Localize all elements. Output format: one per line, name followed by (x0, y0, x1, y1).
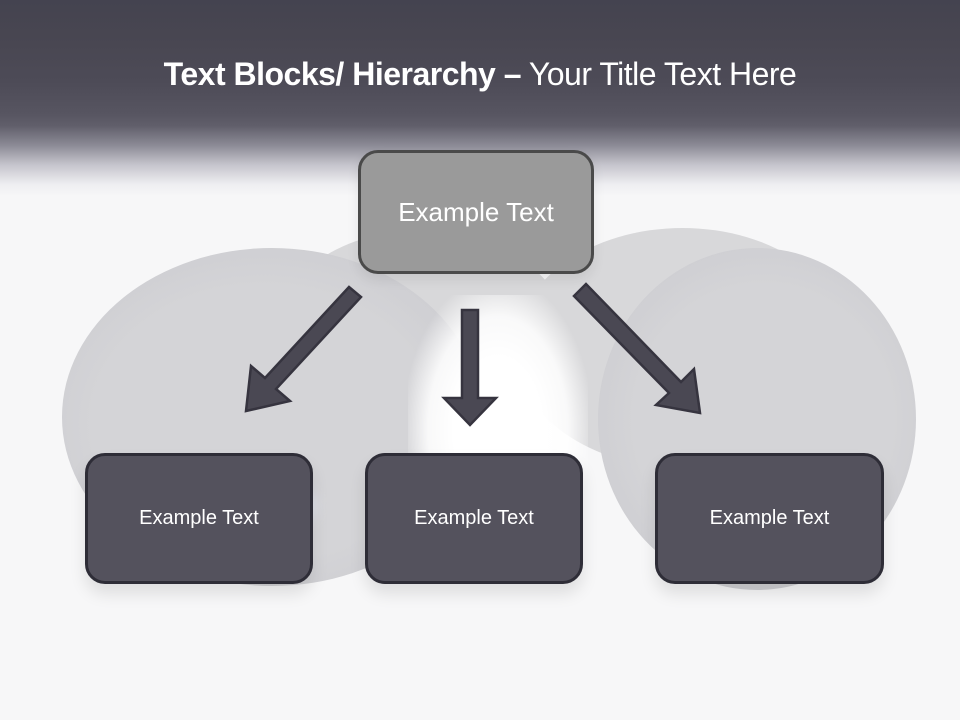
child-text-block-2-label: Example Text (414, 507, 534, 529)
arrow-down-right-icon (572, 282, 702, 415)
child-text-block-2: Example Text (365, 453, 583, 584)
arrow-down-icon (441, 308, 499, 427)
child-text-block-1: Example Text (85, 453, 313, 584)
arrow-down-left-icon (244, 285, 363, 413)
slide-title-bold-segment: Text Blocks/ Hierarchy – (163, 56, 522, 92)
root-text-block-label: Example Text (398, 196, 554, 227)
slide-title-regular-segment: Your Title Text Here (528, 56, 797, 92)
child-text-block-3-label: Example Text (709, 507, 830, 529)
child-text-block-3: Example Text (655, 453, 884, 584)
child-text-block-1-label: Example Text (139, 507, 259, 529)
slide-title: Text Blocks/ Hierarchy – Your Title Text… (0, 52, 960, 96)
root-text-block: Example Text (358, 150, 594, 274)
